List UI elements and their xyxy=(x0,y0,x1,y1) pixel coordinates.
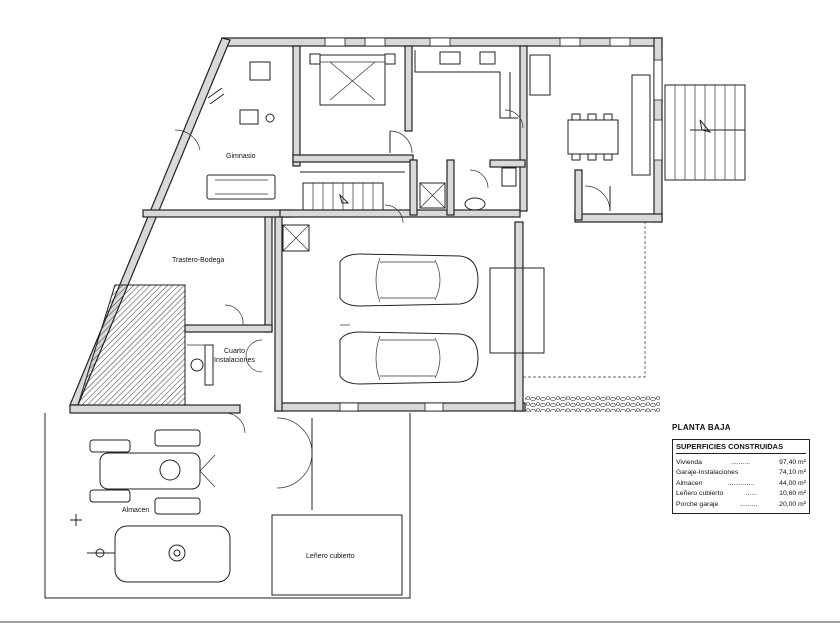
porch-area xyxy=(489,267,545,354)
gym-equipment xyxy=(206,61,276,200)
room-label-almacen: Almacen xyxy=(122,507,149,514)
almacen-area xyxy=(44,413,411,599)
hatched-terrace xyxy=(77,284,186,406)
legend-row-label: Almacen xyxy=(676,479,703,487)
legend-row: Porche garaje ......... 20,00 m² xyxy=(676,500,806,510)
legend-row-label: Vivienda xyxy=(676,459,702,466)
room-label-trastero: Trastero-Bodega xyxy=(172,257,224,264)
legend-row: Leñero cubierto ...... 10,60 m² xyxy=(676,489,806,499)
legend-row-value: 20,00 m² xyxy=(779,500,806,508)
kitchen-counter xyxy=(414,50,518,119)
legend-row-value: 44,00 m² xyxy=(779,479,806,487)
legend-table: SUPERFICIES CONSTRUIDAS Vivienda .......… xyxy=(672,439,810,515)
doors xyxy=(174,109,611,510)
legend-row: Almacen .............. 44,00 m² xyxy=(676,479,806,489)
room-label-gimnasio: Gimnasio xyxy=(226,153,256,160)
room-label-instalaciones: Instalaciones xyxy=(214,357,255,364)
bed xyxy=(309,53,396,106)
exterior-stairs xyxy=(664,84,746,181)
legend-row-label: Porche garaje xyxy=(676,500,719,508)
bathroom-fixtures xyxy=(282,167,517,252)
legend-row-value: 97,40 m² xyxy=(779,459,806,466)
window-marks xyxy=(324,37,663,412)
legend-row-value: 10,60 m² xyxy=(779,490,806,498)
legend-row-dots: ...... xyxy=(745,490,757,498)
tank-trailer xyxy=(87,525,231,583)
legend-row-label: Garaje-Instalaciones xyxy=(676,469,739,477)
car-top xyxy=(339,253,479,307)
legend-row-dots: .......... xyxy=(731,459,750,466)
legend-header: SUPERFICIES CONSTRUIDAS xyxy=(676,442,806,454)
interior-stairs xyxy=(300,171,405,211)
section-markers xyxy=(70,119,712,526)
installation-symbols xyxy=(187,344,214,386)
legend-row-dots: .............. xyxy=(727,479,755,487)
legend-row-value: 74,10 m² xyxy=(779,469,806,477)
legend-row-dots: ......... xyxy=(740,500,758,508)
surface-legend: PLANTA BAJA SUPERFICIES CONSTRUIDAS Vivi… xyxy=(672,423,810,515)
legend-row-label: Leñero cubierto xyxy=(676,490,724,498)
gravel-strip xyxy=(525,396,660,412)
room-label-cuarto: Cuarto xyxy=(224,348,245,355)
porch-outline xyxy=(523,222,646,378)
legend-title: PLANTA BAJA xyxy=(672,423,731,432)
room-label-lenero: Leñero cubierto xyxy=(306,553,355,560)
dining-table xyxy=(529,54,651,176)
car-bottom xyxy=(339,331,479,385)
legend-row: Garaje-Instalaciones 74,10 m² xyxy=(676,468,806,478)
legend-row: Vivienda .......... 97,40 m² xyxy=(676,458,806,468)
tractor xyxy=(89,429,216,515)
